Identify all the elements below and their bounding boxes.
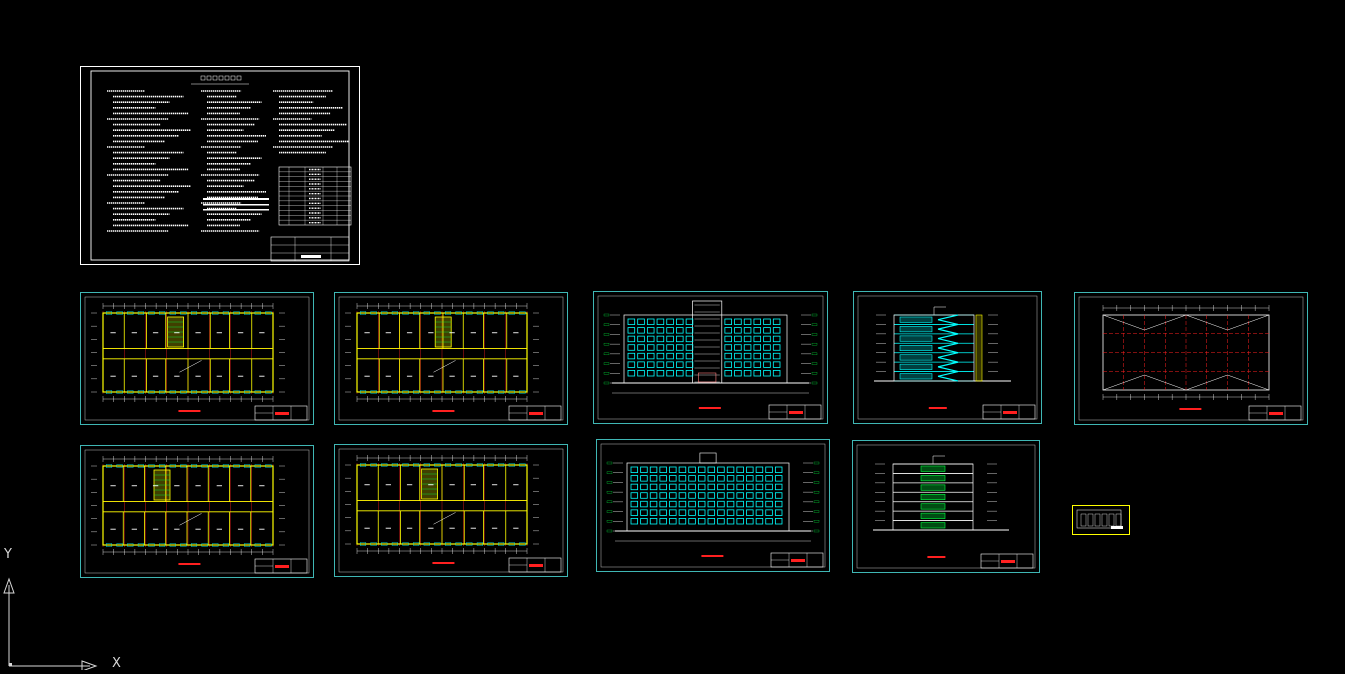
second-floor-plan-sheet[interactable] [334, 292, 568, 425]
roof-plan-sheet[interactable] [1074, 292, 1308, 425]
ucs-x-label: X [112, 656, 121, 671]
design-notes-sheet[interactable] [80, 66, 360, 265]
top-floor-plan-sheet[interactable] [334, 444, 568, 577]
ucs-y-label: Y [4, 547, 12, 562]
sheet-linework [338, 448, 564, 573]
sheet-linework [1078, 296, 1304, 421]
sheet-linework [84, 296, 310, 421]
sheet-linework [90, 70, 352, 262]
sheet-linework [856, 444, 1036, 569]
sheet-linework [857, 295, 1038, 420]
ground-floor-plan-sheet[interactable] [80, 292, 314, 425]
ucs-icon [0, 545, 110, 672]
sheet-linework [84, 449, 310, 574]
side-section-sheet[interactable] [853, 291, 1042, 424]
sheet-linework [338, 296, 564, 421]
front-elevation-sheet[interactable] [593, 291, 828, 424]
standard-floor-plan-sheet[interactable] [80, 445, 314, 578]
sheet-linework [600, 443, 826, 568]
ucs-arrows-icon [3, 577, 98, 672]
rear-elevation-sheet[interactable] [596, 439, 830, 572]
thumbnail-sheet[interactable] [1072, 505, 1130, 535]
side-elevation-sheet[interactable] [852, 440, 1040, 573]
sheet-linework [597, 295, 824, 420]
sheet-linework [1076, 509, 1123, 529]
